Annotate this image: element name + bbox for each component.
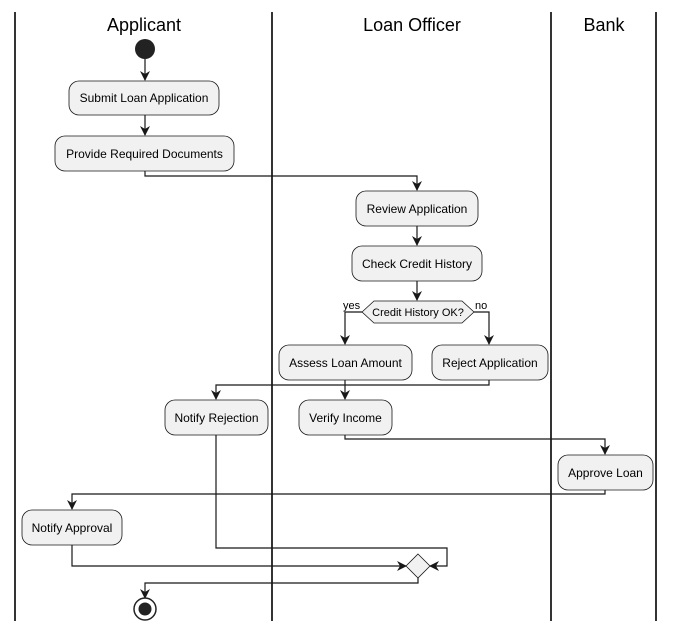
lane-title-loan-officer: Loan Officer: [363, 15, 461, 35]
flow-verify-to-approve: [344, 435, 610, 455]
activity-provide-required-documents: Provide Required Documents: [54, 135, 235, 172]
activity-notify-rejection: Notify Rejection: [164, 399, 269, 436]
activity-label: Submit Loan Application: [80, 91, 209, 105]
guard-yes: yes: [343, 300, 361, 312]
activity-reject-application: Reject Application: [431, 344, 549, 381]
activity-label: Approve Loan: [568, 466, 643, 480]
flow-reject-to-notify-rejection: [211, 380, 490, 400]
activity-assess-loan-amount: Assess Loan Amount: [278, 344, 413, 381]
lane-title-bank: Bank: [583, 15, 625, 35]
end-node: [133, 597, 157, 621]
activity-submit-loan-application: Submit Loan Application: [68, 80, 220, 116]
activity-label: Notify Approval: [32, 521, 113, 535]
activity-label: Notify Rejection: [174, 411, 258, 425]
flow-merge-to-end: [140, 578, 419, 599]
activity-review-application: Review Application: [355, 190, 479, 227]
activity-verify-income: Verify Income: [298, 399, 393, 436]
flow-notify-approval-to-merge: [71, 545, 407, 571]
merge-node: [405, 553, 431, 579]
flow-docs-to-review: [144, 171, 422, 191]
flow-decision-yes: [340, 311, 362, 345]
activity-check-credit-history: Check Credit History: [351, 245, 483, 282]
activity-label: Review Application: [367, 202, 468, 216]
activity-notify-approval: Notify Approval: [21, 509, 123, 546]
guard-no: no: [475, 300, 487, 312]
activity-label: Reject Application: [442, 356, 537, 370]
start-node: [135, 39, 155, 59]
activity-approve-loan: Approve Loan: [557, 454, 654, 491]
flow-notify-rejection-to-merge: [215, 435, 448, 571]
activity-label: Assess Loan Amount: [289, 356, 402, 370]
lane-title-applicant: Applicant: [107, 15, 181, 35]
flow-approve-to-notify-approval: [67, 490, 606, 510]
decision-question: Credit History OK?: [372, 307, 464, 319]
flow-decision-no: [474, 311, 494, 345]
activity-label: Check Credit History: [362, 257, 472, 271]
activity-label: Provide Required Documents: [66, 147, 223, 161]
activity-label: Verify Income: [309, 411, 382, 425]
decision-credit-history-ok: Credit History OK?: [361, 300, 475, 324]
